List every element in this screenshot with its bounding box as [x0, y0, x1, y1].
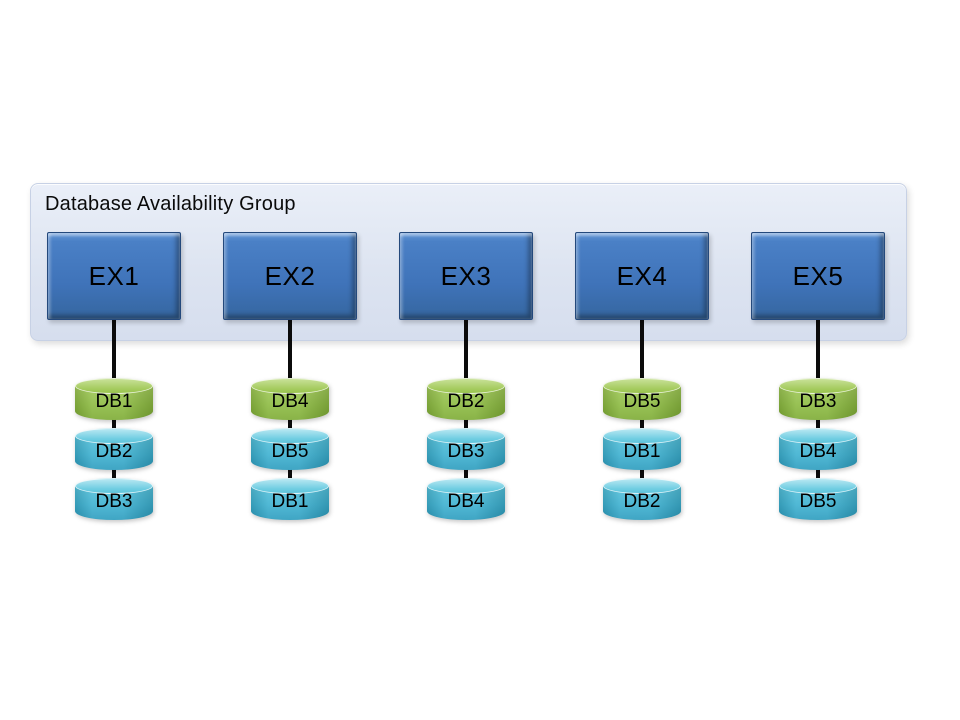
server-label: EX1: [88, 260, 140, 291]
db-cylinder-active: DB2: [427, 378, 505, 420]
db-cylinder-copy: DB1: [603, 428, 681, 470]
cylinder-top-ellipse: [427, 478, 505, 494]
db-label: DB1: [95, 391, 133, 412]
server-node-ex4: EX4: [575, 232, 709, 320]
db-cylinder-copy: DB2: [603, 478, 681, 520]
db-label: DB5: [799, 491, 837, 512]
db-label: DB1: [623, 441, 661, 462]
cylinder-top-ellipse: [603, 428, 681, 444]
server-node-ex5: EX5: [751, 232, 885, 320]
cylinder-top-ellipse: [75, 478, 153, 494]
db-cylinder-copy: DB3: [427, 428, 505, 470]
db-label: DB5: [623, 391, 661, 412]
server-node-ex2: EX2: [223, 232, 357, 320]
cylinder-top-ellipse: [75, 428, 153, 444]
db-label: DB3: [95, 491, 133, 512]
cylinder-top-ellipse: [779, 478, 857, 494]
db-cylinder-copy: DB3: [75, 478, 153, 520]
server-node-ex3: EX3: [399, 232, 533, 320]
db-label: DB2: [447, 391, 485, 412]
cylinder-top-ellipse: [251, 428, 329, 444]
db-label: DB4: [271, 391, 309, 412]
db-cylinder-active: DB4: [251, 378, 329, 420]
dag-group-title: Database Availability Group: [45, 193, 296, 215]
db-cylinder-active: DB5: [603, 378, 681, 420]
db-cylinder-copy: DB4: [779, 428, 857, 470]
cylinder-top-ellipse: [251, 478, 329, 494]
db-cylinder-active: DB1: [75, 378, 153, 420]
server-node-ex1: EX1: [47, 232, 181, 320]
server-column-1: EX1 DB1 DB2 DB3: [44, 232, 184, 527]
db-label: DB1: [271, 491, 309, 512]
server-column-4: EX4 DB5 DB1 DB2: [572, 232, 712, 527]
db-label: DB2: [623, 491, 661, 512]
server-column-2: EX2 DB4 DB5 DB1: [220, 232, 360, 527]
server-column-5: EX5 DB3 DB4 DB5: [748, 232, 888, 527]
db-cylinder-copy: DB1: [251, 478, 329, 520]
db-label: DB2: [95, 441, 133, 462]
cylinder-top-ellipse: [427, 378, 505, 394]
db-cylinder-active: DB3: [779, 378, 857, 420]
cylinder-top-ellipse: [603, 378, 681, 394]
db-cylinder-copy: DB2: [75, 428, 153, 470]
cylinder-top-ellipse: [779, 428, 857, 444]
db-label: DB5: [271, 441, 309, 462]
cylinder-top-ellipse: [603, 478, 681, 494]
server-label: EX5: [792, 260, 844, 291]
cylinder-top-ellipse: [779, 378, 857, 394]
db-label: DB3: [447, 441, 485, 462]
db-label: DB3: [799, 391, 837, 412]
db-cylinder-copy: DB5: [251, 428, 329, 470]
cylinder-top-ellipse: [251, 378, 329, 394]
db-label: DB4: [799, 441, 837, 462]
server-label: EX4: [616, 260, 668, 291]
server-column-3: EX3 DB2 DB3 DB4: [396, 232, 536, 527]
db-cylinder-copy: DB4: [427, 478, 505, 520]
db-label: DB4: [447, 491, 485, 512]
cylinder-top-ellipse: [427, 428, 505, 444]
server-label: EX2: [264, 260, 316, 291]
server-label: EX3: [440, 260, 492, 291]
cylinder-top-ellipse: [75, 378, 153, 394]
db-cylinder-copy: DB5: [779, 478, 857, 520]
